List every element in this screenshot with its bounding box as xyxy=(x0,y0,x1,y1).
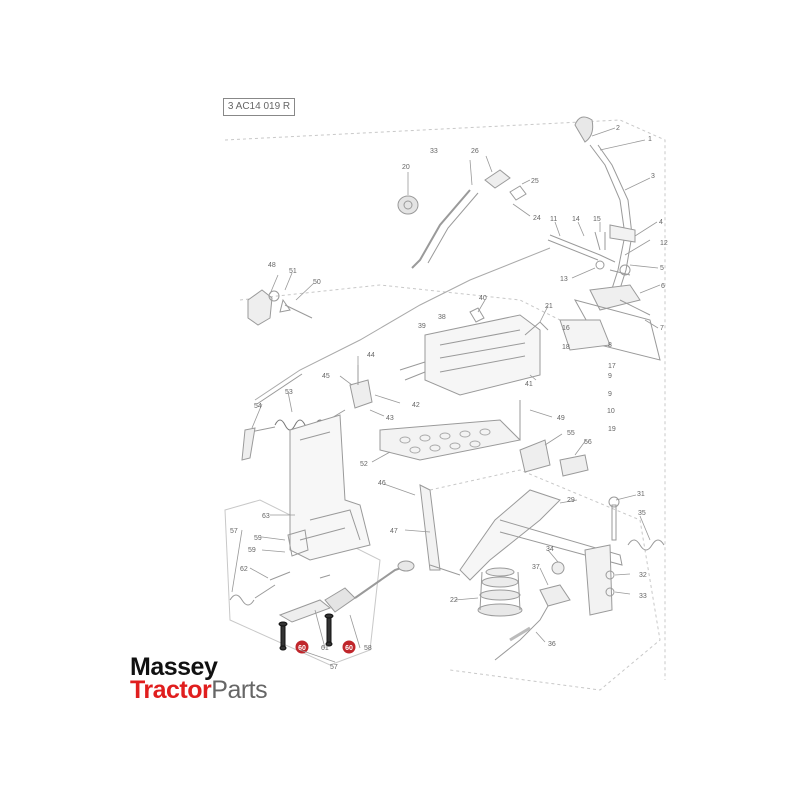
logo-line-1: Massey xyxy=(130,653,218,681)
label-24: 24 xyxy=(533,215,541,222)
label-26: 26 xyxy=(471,148,479,155)
label-58: 58 xyxy=(364,645,372,652)
label-39: 39 xyxy=(418,323,426,330)
label-43: 43 xyxy=(386,415,394,422)
label-32: 32 xyxy=(639,572,647,579)
label-19: 19 xyxy=(608,426,616,433)
label-12: 12 xyxy=(660,240,668,247)
label-4: 4 xyxy=(659,219,663,226)
label-9b: 9 xyxy=(608,391,612,398)
label-29: 29 xyxy=(567,497,575,504)
label-6: 6 xyxy=(661,283,665,290)
label-14: 14 xyxy=(572,216,580,223)
label-54: 54 xyxy=(254,403,262,410)
label-10: 10 xyxy=(607,408,615,415)
label-31: 31 xyxy=(637,491,645,498)
label-36: 36 xyxy=(548,641,556,648)
label-33a: 33 xyxy=(430,148,438,155)
label-33b: 33 xyxy=(639,593,647,600)
label-22: 22 xyxy=(450,597,458,604)
label-63: 63 xyxy=(262,513,270,520)
label-18: 18 xyxy=(562,344,570,351)
label-5: 5 xyxy=(660,265,664,272)
label-8: 8 xyxy=(608,342,612,349)
label-45: 45 xyxy=(322,373,330,380)
label-16: 16 xyxy=(562,325,570,332)
label-59b: 59 xyxy=(248,547,256,554)
highlight-callout-60-b xyxy=(342,640,356,654)
label-62: 62 xyxy=(240,566,248,573)
label-15: 15 xyxy=(593,216,601,223)
label-13: 13 xyxy=(560,276,568,283)
logo-word-tractor: Tractor xyxy=(130,676,212,704)
label-17: 17 xyxy=(608,363,616,370)
label-9: 9 xyxy=(608,373,612,380)
label-42: 42 xyxy=(412,402,420,409)
label-21: 21 xyxy=(545,303,553,310)
label-35: 35 xyxy=(638,510,646,517)
highlight-callout-60-b-label: 60 xyxy=(345,645,353,652)
label-49: 49 xyxy=(557,415,565,422)
label-44: 44 xyxy=(367,352,375,359)
label-2: 2 xyxy=(616,125,620,132)
label-7: 7 xyxy=(660,325,664,332)
label-46: 46 xyxy=(378,480,386,487)
label-25: 25 xyxy=(531,178,539,185)
label-57b: 57 xyxy=(330,664,338,671)
label-1: 1 xyxy=(648,136,652,143)
label-37: 37 xyxy=(532,564,540,571)
label-34: 34 xyxy=(546,546,554,553)
label-50: 50 xyxy=(313,279,321,286)
label-55: 55 xyxy=(567,430,575,437)
label-47: 47 xyxy=(390,528,398,535)
label-38: 38 xyxy=(438,314,446,321)
label-41: 41 xyxy=(525,381,533,388)
logo-word-parts: Parts xyxy=(211,676,268,704)
highlight-callout-60-a xyxy=(295,640,309,654)
label-53: 53 xyxy=(285,389,293,396)
label-48: 48 xyxy=(268,262,276,269)
label-11: 11 xyxy=(550,216,557,223)
highlight-callout-60-a-label: 60 xyxy=(298,645,306,652)
label-3: 3 xyxy=(651,173,655,180)
logo-line-2: TractorParts xyxy=(130,676,268,704)
label-57a: 57 xyxy=(230,528,238,535)
label-51: 51 xyxy=(289,268,297,275)
label-52: 52 xyxy=(360,461,368,468)
label-56: 56 xyxy=(584,439,592,446)
label-61: 61 xyxy=(321,645,329,652)
drawing-reference-code: 3 AC14 019 R xyxy=(223,98,295,116)
massey-tractor-parts-logo: Massey TractorParts xyxy=(130,653,268,704)
label-20: 20 xyxy=(402,164,410,171)
label-59a: 59 xyxy=(254,535,262,542)
part-number-labels: 1 2 3 4 5 6 7 8 9 9 10 11 12 13 14 15 16… xyxy=(230,125,668,671)
label-40: 40 xyxy=(479,295,487,302)
